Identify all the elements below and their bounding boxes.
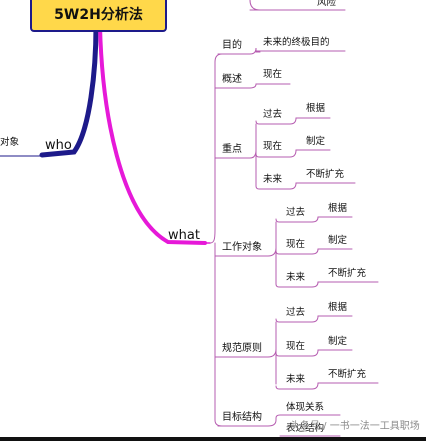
topic-what[interactable]: what: [168, 228, 200, 243]
bottom-edge: [0, 437, 426, 441]
leaf-work-formulate[interactable]: 制定: [328, 235, 348, 246]
topic-norm-future[interactable]: 未来: [286, 374, 306, 385]
leaf-key-formulate[interactable]: 制定: [306, 136, 326, 147]
risk-elbow: [249, 0, 261, 11]
leaf-key-basis[interactable]: 根据: [306, 103, 326, 114]
work-basis-elbow: [311, 216, 319, 223]
norms-children-elbow-1: [275, 352, 313, 357]
leaf-norm-formulate[interactable]: 制定: [328, 336, 348, 347]
root-topic[interactable]: 5W2H分析法: [30, 0, 167, 32]
target-link: [267, 414, 281, 427]
norms-children-elbow-2: [275, 385, 313, 390]
topic-target-structure[interactable]: 目标结构: [222, 412, 262, 423]
topic-key-past[interactable]: 过去: [263, 109, 283, 120]
work-expand-elbow: [311, 281, 319, 288]
norm-expand-elbow: [311, 382, 319, 390]
topic-work-past[interactable]: 过去: [286, 207, 306, 218]
topic-norms[interactable]: 规范原则: [222, 343, 262, 354]
topic-overview[interactable]: 概述: [222, 74, 242, 85]
topic-work-future[interactable]: 未来: [286, 272, 306, 283]
key-link: [249, 149, 257, 159]
overview-link: [249, 83, 261, 89]
workobj-link: [267, 247, 277, 257]
norms-link: [267, 348, 277, 358]
topic-key-now[interactable]: 现在: [263, 141, 283, 152]
key-children-elbow-1: [255, 153, 291, 158]
topic-norm-past[interactable]: 过去: [286, 307, 306, 318]
leaf-norm-expand[interactable]: 不断扩充: [328, 369, 367, 380]
topic-who[interactable]: who: [45, 138, 72, 153]
what-branch: [98, 24, 207, 245]
leaf-target-relation[interactable]: 体现关系: [286, 402, 325, 413]
topic-risk[interactable]: 风险: [317, 0, 337, 8]
purpose-link: [249, 47, 261, 55]
leaf-purpose-future[interactable]: 未来的终极目的: [263, 37, 330, 48]
topic-key-points[interactable]: 重点: [222, 144, 242, 155]
topic-work-object[interactable]: 工作对象: [222, 242, 262, 253]
l1-spine-up: [209, 53, 223, 244]
key-children-elbow-0: [255, 120, 291, 125]
who-branch: [39, 23, 99, 158]
topic-norm-now[interactable]: 现在: [286, 341, 306, 352]
key-expand-elbow: [289, 182, 297, 190]
workobj-children-elbow-0: [275, 218, 313, 223]
topic-work-now[interactable]: 现在: [286, 239, 306, 250]
workobj-children-elbow-1: [275, 250, 313, 255]
topic-key-future[interactable]: 未来: [263, 174, 283, 185]
topic-object-left[interactable]: 对象: [0, 137, 20, 148]
topic-purpose[interactable]: 目的: [222, 40, 242, 51]
workobj-children-elbow-2: [275, 283, 313, 288]
norm-formulate-elbow: [311, 349, 319, 357]
leaf-work-basis[interactable]: 根据: [328, 203, 348, 214]
leaf-key-expand[interactable]: 不断扩充: [306, 169, 345, 180]
leaf-overview-now[interactable]: 现在: [263, 69, 283, 80]
watermark: 头条号 / 一书一法一工具职场: [290, 421, 420, 432]
work-formulate-elbow: [311, 248, 319, 255]
key-formulate-elbow: [289, 149, 297, 158]
l1-spine-down: [214, 242, 223, 427]
leaf-work-expand[interactable]: 不断扩充: [328, 268, 367, 279]
leaf-norm-basis[interactable]: 根据: [328, 302, 348, 313]
leaf-target-structure[interactable]: 表达结构: [286, 423, 325, 434]
norm-basis-elbow: [311, 315, 319, 323]
norms-children-elbow-0: [275, 318, 313, 323]
key-basis-elbow: [289, 117, 297, 125]
key-children-elbow-2: [255, 185, 291, 190]
